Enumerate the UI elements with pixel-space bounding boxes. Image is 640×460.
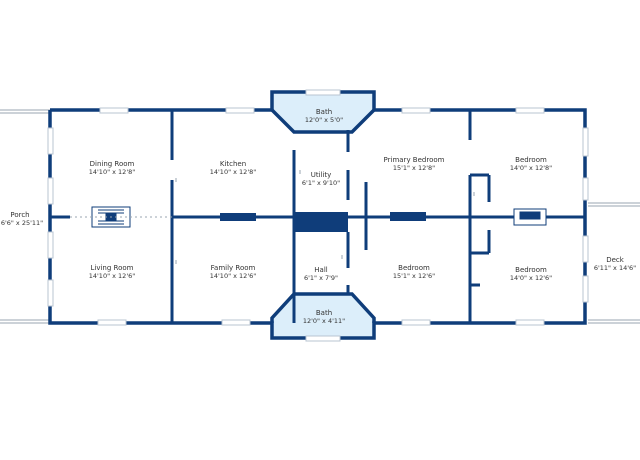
windows [47, 89, 589, 342]
room-dimensions: 14'0" x 12'8" [510, 164, 552, 172]
room-name: Utility [311, 171, 332, 179]
exterior-walls [48, 90, 587, 340]
room-labels: Porch 6'6" x 25'11" Dining Room 14'10" x… [1, 108, 636, 325]
room-dimensions: 12'0" x 5'0" [305, 116, 343, 124]
room-bedroom-center: Bedroom 15'1" x 12'6" [393, 264, 435, 280]
room-kitchen: Kitchen 14'10" x 12'8" [210, 160, 256, 176]
room-name: Deck [606, 256, 625, 264]
room-dimensions: 6'1" x 9'10" [302, 179, 340, 187]
bath-top-floor [272, 92, 374, 132]
room-hall: Hall 6'1" x 7'9" [304, 266, 338, 282]
fireplace-east [513, 208, 547, 226]
room-utility: Utility 6'1" x 9'10" [302, 171, 340, 187]
room-name: Porch [10, 211, 29, 219]
room-name: Kitchen [220, 160, 246, 168]
room-dimensions: 6'11" x 14'6" [594, 264, 636, 272]
room-dimensions: 6'1" x 7'9" [304, 274, 338, 282]
deck-outline [588, 202, 640, 324]
room-dimensions: 14'10" x 12'8" [210, 168, 256, 176]
room-dining: Dining Room 14'10" x 12'8" [89, 160, 135, 176]
room-bath-top: Bath 12'0" x 5'0" [305, 108, 343, 124]
room-living: Living Room 14'10" x 12'6" [89, 264, 135, 280]
room-dimensions: 14'10" x 12'6" [89, 272, 135, 280]
room-name: Dining Room [90, 160, 135, 168]
room-bedroom-ne: Bedroom 14'0" x 12'8" [510, 156, 552, 172]
room-bedroom-se: Bedroom 14'0" x 12'6" [510, 266, 552, 282]
room-deck: Deck 6'11" x 14'6" [594, 256, 636, 272]
room-dimensions: 15'1" x 12'6" [393, 272, 435, 280]
room-porch: Porch 6'6" x 25'11" [1, 211, 43, 227]
room-name: Bath [316, 108, 332, 116]
room-dimensions: 14'10" x 12'6" [210, 272, 256, 280]
room-name: Living Room [91, 264, 134, 272]
room-dimensions: 14'0" x 12'6" [510, 274, 552, 282]
porch-outline [0, 109, 50, 324]
room-family: Family Room 14'10" x 12'6" [210, 264, 256, 280]
room-name: Bedroom [515, 266, 547, 274]
door-markers [70, 170, 475, 264]
room-name: Bath [316, 309, 332, 317]
bath-bottom-floor [272, 294, 374, 338]
room-bath-bottom: Bath 12'0" x 4'11" [303, 309, 345, 325]
room-name: Family Room [211, 264, 256, 272]
wall-blocks [220, 212, 426, 232]
room-dimensions: 12'0" x 4'11" [303, 317, 345, 325]
room-dimensions: 14'10" x 12'8" [89, 168, 135, 176]
room-name: Primary Bedroom [384, 156, 445, 164]
room-dimensions: 15'1" x 12'8" [393, 164, 435, 172]
room-name: Hall [314, 266, 327, 274]
room-name: Bedroom [515, 156, 547, 164]
room-dimensions: 6'6" x 25'11" [1, 219, 43, 227]
room-primary-bedroom: Primary Bedroom 15'1" x 12'8" [384, 156, 445, 172]
room-name: Bedroom [398, 264, 430, 272]
